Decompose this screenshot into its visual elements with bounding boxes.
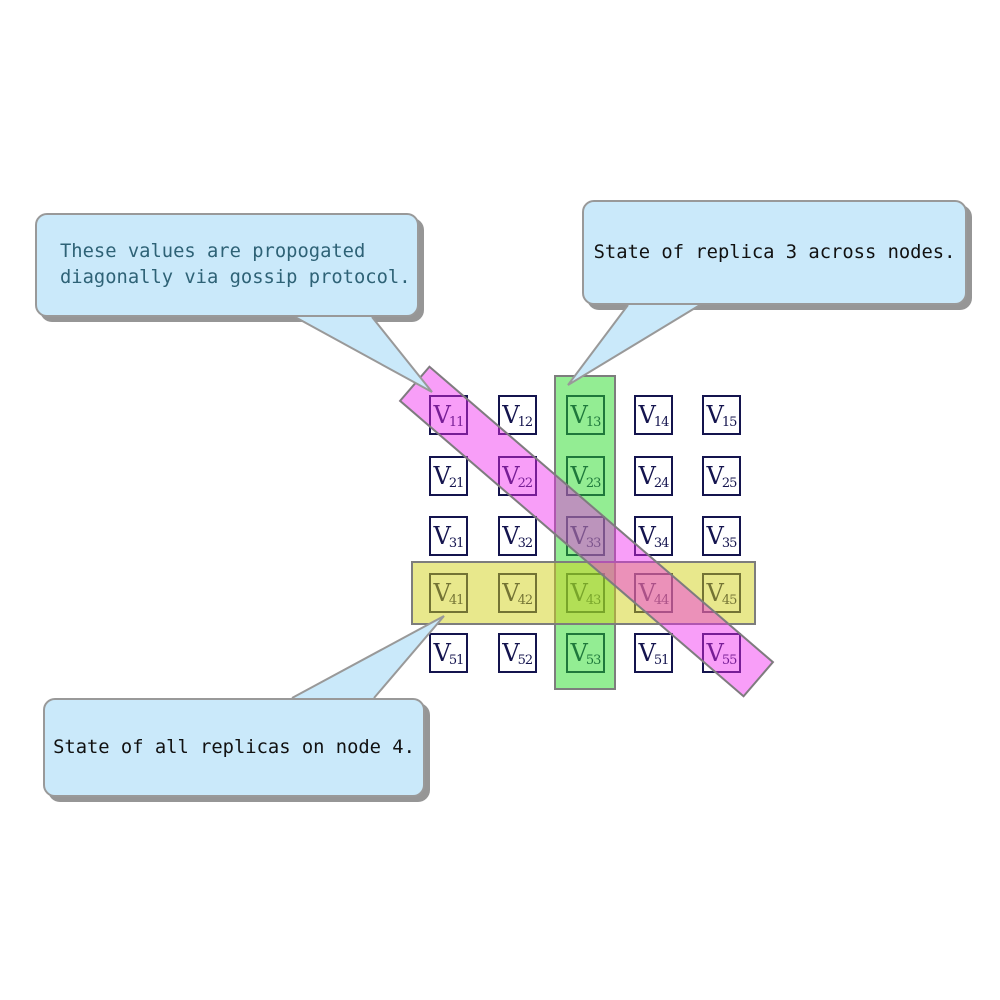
cell-subscript: 34: [653, 535, 670, 551]
cell-symbol: V: [502, 522, 520, 550]
cell-symbol: V: [433, 639, 451, 667]
cell-symbol: V: [433, 522, 451, 550]
cell-subscript: 24: [653, 475, 670, 491]
cell-symbol: V: [502, 401, 520, 429]
cell-subscript: 52: [517, 652, 534, 668]
callout-node4: State of all replicas on node 4.: [43, 698, 425, 797]
cell-subscript: 51: [653, 652, 670, 668]
node4-row-highlight: [411, 561, 756, 625]
callout-tail-edge: [294, 316, 433, 393]
cell-symbol: V: [706, 462, 724, 490]
replica3-column-highlight: [554, 375, 616, 690]
cell-subscript: 14: [653, 414, 670, 430]
callout-tail-edge: [567, 304, 701, 386]
cell-symbol: V: [433, 401, 451, 429]
cell-subscript: 55: [721, 652, 738, 668]
cell-subscript: 21: [448, 475, 465, 491]
cell-symbol: V: [502, 639, 520, 667]
cell-symbol: V: [502, 462, 520, 490]
cell-subscript: 35: [721, 535, 738, 551]
cell-subscript: 22: [517, 475, 534, 491]
callout-text-line: These values are propogated: [60, 241, 366, 262]
cell-symbol: V: [638, 639, 656, 667]
callout-tail-edge: [291, 615, 445, 699]
cell-symbol: V: [638, 462, 656, 490]
cell-subscript: 31: [448, 535, 465, 551]
cell-symbol: V: [433, 462, 451, 490]
cell-subscript: 15: [721, 414, 738, 430]
cell-symbol: V: [706, 639, 724, 667]
callout-text-line: diagonally via gossip protocol.: [60, 267, 411, 288]
cell-symbol: V: [706, 401, 724, 429]
cell-symbol: V: [638, 522, 656, 550]
cell-subscript: 51: [448, 652, 465, 668]
cell-subscript: 32: [517, 535, 534, 551]
callout-gossip: These values are propogated diagonally v…: [35, 213, 419, 317]
cell-subscript: 11: [448, 414, 465, 430]
callout-text-line: State of replica 3 across nodes.: [593, 241, 956, 263]
callout-replica3: State of replica 3 across nodes.: [582, 200, 967, 305]
cell-symbol: V: [638, 401, 656, 429]
cell-subscript: 25: [721, 475, 738, 491]
cell-symbol: V: [706, 522, 724, 550]
callout-text-line: State of all replicas on node 4.: [53, 736, 415, 758]
cell-subscript: 12: [517, 414, 534, 430]
